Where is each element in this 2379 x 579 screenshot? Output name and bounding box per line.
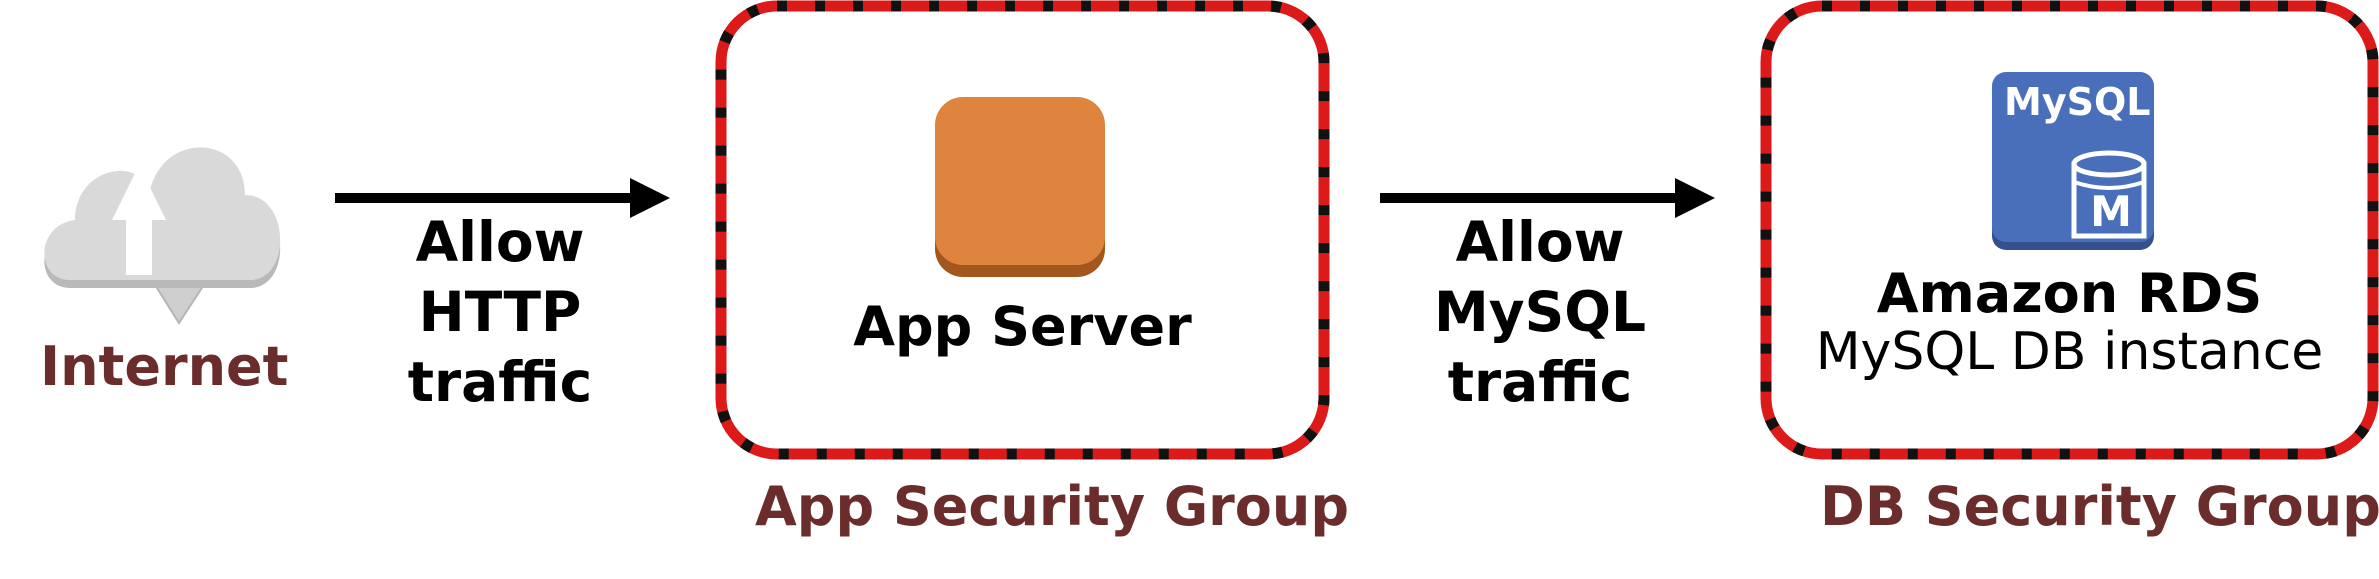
mysql-icon-text: MySQL bbox=[2004, 80, 2151, 124]
app-security-group-box: App Server bbox=[715, 0, 1330, 460]
arrow-http bbox=[335, 178, 670, 218]
amazon-rds-title: Amazon RDS bbox=[1876, 262, 2263, 325]
mysql-icon-db-letter: M bbox=[2090, 187, 2132, 236]
mysql-db-instance-subtitle: MySQL DB instance bbox=[1815, 322, 2324, 382]
arrow-mysql-label-line3: traffic bbox=[1447, 350, 1633, 414]
arrow-http-label: Allow HTTP traffic bbox=[390, 207, 610, 417]
internet-label: Internet bbox=[40, 335, 289, 398]
arrow-mysql bbox=[1380, 178, 1715, 218]
arrow-mysql-label-line1: Allow bbox=[1455, 210, 1625, 274]
internet-node bbox=[30, 95, 290, 335]
arrow-http-label-line1: Allow bbox=[415, 210, 585, 274]
arrow-http-label-line2: HTTP bbox=[418, 280, 582, 344]
db-security-group-label: DB Security Group bbox=[1820, 475, 2379, 538]
db-security-group-box: MySQL M Amazon RDS MySQL DB instance bbox=[1760, 0, 2379, 460]
app-server-label: App Server bbox=[853, 295, 1192, 358]
app-security-group-label: App Security Group bbox=[755, 475, 1349, 538]
arrow-mysql-label-line2: MySQL bbox=[1434, 280, 1646, 344]
arrow-mysql-label: Allow MySQL traffic bbox=[1425, 207, 1655, 417]
arrow-http-label-line3: traffic bbox=[407, 350, 593, 414]
cloud-upload-download-icon bbox=[44, 147, 281, 325]
mysql-db-icon: MySQL M bbox=[1992, 72, 2154, 252]
app-server-icon bbox=[935, 97, 1105, 277]
